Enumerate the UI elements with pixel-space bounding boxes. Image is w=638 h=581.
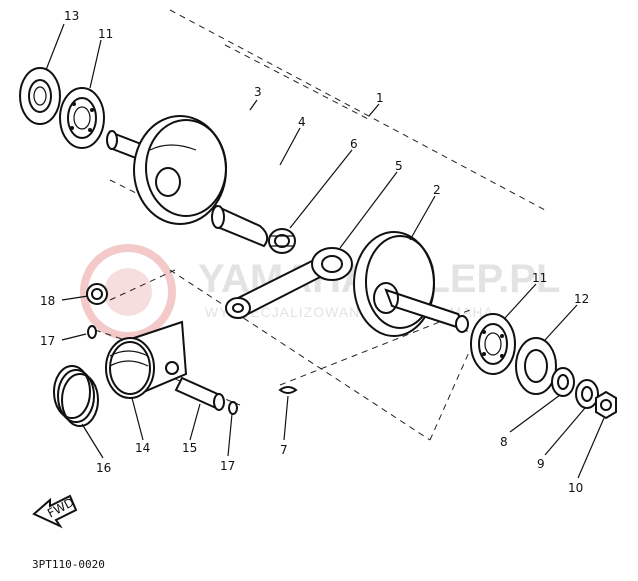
figure-code: 3PT110-0020: [32, 558, 105, 571]
bearing-11-left: [59, 87, 105, 149]
callout-4: 4: [298, 115, 306, 129]
callout-10: 10: [568, 481, 583, 495]
callout-12: 12: [574, 292, 589, 306]
callout-18: 18: [40, 294, 55, 308]
circlip-17-lower: [228, 401, 238, 415]
crank-half-2: [353, 231, 469, 337]
callout-2: 2: [433, 183, 441, 197]
callout-17-lower: 17: [220, 459, 235, 473]
washer-8: [551, 367, 575, 397]
callout-6: 6: [350, 137, 358, 151]
callout-11-right: 11: [532, 271, 547, 285]
callout-15: 15: [182, 441, 197, 455]
piston-pin-15: [174, 376, 225, 411]
needle-bearing-6: [268, 228, 296, 254]
bearing-11-right: [470, 313, 516, 375]
callout-17-upper: 17: [40, 334, 55, 348]
callout-9: 9: [537, 457, 545, 471]
crank-half-3: [106, 115, 227, 225]
callout-13: 13: [64, 9, 79, 23]
circlip-17-upper: [87, 325, 97, 339]
piston-14: [105, 320, 188, 399]
washer-9: [575, 379, 599, 409]
needle-bearing-18: [86, 283, 108, 305]
callout-14: 14: [135, 441, 150, 455]
nut-10: [595, 390, 617, 420]
callout-11-left: 11: [98, 27, 113, 41]
oil-seal-12: [515, 337, 557, 395]
callout-5: 5: [395, 159, 403, 173]
callout-labels: 13 11 3 1 4 6 5 2 11 12 18 17 8 9 10 14 …: [40, 9, 589, 495]
callout-3: 3: [254, 85, 262, 99]
forward-arrow-icon: FWD: [32, 494, 78, 529]
piston-rings-16: [53, 365, 99, 427]
callout-1: 1: [376, 91, 384, 105]
key-7: [278, 386, 298, 394]
connecting-rod-5: [225, 247, 353, 319]
callout-16: 16: [96, 461, 111, 475]
oil-seal-13: [19, 67, 61, 125]
crank-pin-4: [211, 204, 269, 248]
callout-8: 8: [500, 435, 508, 449]
callout-leaders: [45, 23, 605, 479]
callout-7: 7: [280, 443, 288, 457]
